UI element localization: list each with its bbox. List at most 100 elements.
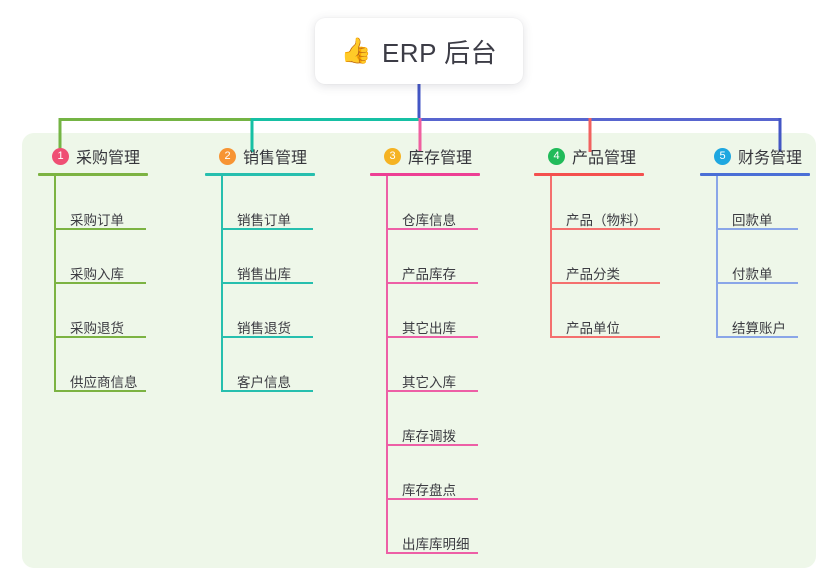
menu-item[interactable]: 产品单位: [550, 284, 704, 338]
menu-item-rule: [386, 444, 478, 446]
menu-item[interactable]: 采购入库: [54, 230, 198, 284]
column-header-4[interactable]: 4 产品管理: [534, 144, 704, 168]
menu-item-rule: [386, 552, 478, 554]
column-badge-3: 3: [384, 147, 401, 165]
menu-item-label: 产品库存: [402, 266, 456, 282]
menu-item[interactable]: 库存盘点: [386, 446, 540, 500]
column-4: 4 产品管理产品（物料） 产品分类产品单位: [534, 144, 704, 338]
menu-item-rule: [54, 390, 146, 392]
column-title-5: 财务管理: [738, 150, 803, 167]
menu-item-label: 付款单: [732, 266, 773, 282]
menu-item-rule: [386, 282, 478, 284]
menu-item-label: 销售订单: [237, 212, 291, 228]
column-spine-4: [550, 176, 552, 338]
menu-item[interactable]: 销售退货: [221, 284, 365, 338]
menu-item[interactable]: 其它入库: [386, 338, 540, 392]
menu-item-label: 结算账户: [732, 320, 786, 336]
menu-item[interactable]: 采购订单: [54, 176, 198, 230]
menu-item-label: 回款单: [732, 212, 773, 228]
menu-item[interactable]: 其它出库: [386, 284, 540, 338]
menu-item-rule: [386, 336, 478, 338]
column-header-1[interactable]: 1 采购管理: [38, 144, 198, 168]
menu-item-rule: [550, 336, 660, 338]
menu-item[interactable]: 付款单: [716, 230, 820, 284]
column-badge-5: 5: [714, 147, 731, 165]
menu-item[interactable]: 客户信息: [221, 338, 365, 392]
column-header-2[interactable]: 2 销售管理: [205, 144, 365, 168]
column-title-2: 销售管理: [243, 150, 308, 167]
menu-item-rule: [716, 282, 798, 284]
diagram-panel: [22, 133, 816, 568]
menu-item-label: 销售退货: [237, 320, 291, 336]
menu-item-rule: [550, 282, 660, 284]
column-3: 3 库存管理仓库信息产品库存其它出库其它入库库存调拨库存盘点出库库明细: [370, 144, 540, 554]
menu-item-rule: [716, 336, 798, 338]
column-header-3[interactable]: 3 库存管理: [370, 144, 540, 168]
menu-item[interactable]: 结算账户: [716, 284, 820, 338]
column-header-rule-4: [534, 173, 644, 176]
menu-item-rule: [386, 228, 478, 230]
menu-item-rule: [221, 228, 313, 230]
column-header-rule-5: [700, 173, 810, 176]
column-header-rule-3: [370, 173, 480, 176]
menu-item-rule: [221, 336, 313, 338]
column-badge-4: 4: [548, 147, 565, 165]
menu-item[interactable]: 产品分类: [550, 230, 704, 284]
menu-item[interactable]: 采购退货: [54, 284, 198, 338]
menu-item-rule: [550, 228, 660, 230]
menu-item-rule: [54, 282, 146, 284]
column-1: 1 采购管理采购订单采购入库采购退货供应商信息: [38, 144, 198, 392]
column-items-3: 仓库信息产品库存其它出库其它入库库存调拨库存盘点出库库明细: [370, 176, 540, 554]
menu-item-label: 仓库信息: [402, 212, 456, 228]
menu-item[interactable]: 产品库存: [386, 230, 540, 284]
menu-item-rule: [221, 390, 313, 392]
menu-item[interactable]: 销售出库: [221, 230, 365, 284]
column-spine-3: [386, 176, 388, 554]
menu-item[interactable]: 供应商信息: [54, 338, 198, 392]
column-items-2: 销售订单销售出库销售退货客户信息: [205, 176, 365, 392]
menu-item-label: 客户信息: [237, 374, 291, 390]
menu-item-label: 出库库明细: [402, 536, 470, 552]
column-items-5: 回款单付款单结算账户: [700, 176, 820, 338]
menu-item-label: 库存调拨: [402, 428, 456, 444]
menu-item[interactable]: 仓库信息: [386, 176, 540, 230]
column-items-4: 产品（物料） 产品分类产品单位: [534, 176, 704, 338]
menu-item-label: 销售出库: [237, 266, 291, 282]
root-title: ERP 后台: [381, 37, 498, 68]
menu-item[interactable]: 回款单: [716, 176, 820, 230]
menu-item-label: 供应商信息: [70, 374, 138, 390]
menu-item-label: 其它入库: [402, 374, 456, 390]
column-5: 5 财务管理回款单付款单结算账户: [700, 144, 820, 338]
menu-item[interactable]: 库存调拨: [386, 392, 540, 446]
menu-item-rule: [716, 228, 798, 230]
menu-item-rule: [386, 390, 478, 392]
menu-item-label: 采购订单: [70, 212, 124, 228]
menu-item[interactable]: 出库库明细: [386, 500, 540, 554]
column-header-5[interactable]: 5 财务管理: [700, 144, 820, 168]
menu-item-rule: [54, 336, 146, 338]
column-badge-1: 1: [52, 147, 69, 165]
menu-item-label: 产品（物料）: [566, 212, 647, 228]
column-badge-2: 2: [219, 147, 236, 165]
menu-item-label: 其它出库: [402, 320, 456, 336]
menu-item-label: 采购退货: [70, 320, 124, 336]
menu-item-label: 采购入库: [70, 266, 124, 282]
menu-item-rule: [386, 498, 478, 500]
menu-item-rule: [54, 228, 146, 230]
menu-item[interactable]: 销售订单: [221, 176, 365, 230]
menu-item[interactable]: 产品（物料）: [550, 176, 704, 230]
column-spine-5: [716, 176, 718, 338]
thumbs-up-icon: 👍: [340, 36, 372, 65]
menu-item-label: 产品单位: [566, 320, 620, 336]
column-header-rule-2: [205, 173, 315, 176]
column-header-rule-1: [38, 173, 148, 176]
menu-item-label: 库存盘点: [402, 482, 456, 498]
root-node-card[interactable]: 👍 ERP 后台: [315, 18, 523, 84]
column-title-3: 库存管理: [408, 150, 473, 167]
menu-item-label: 产品分类: [566, 266, 620, 282]
column-title-4: 产品管理: [572, 150, 637, 167]
column-spine-1: [54, 176, 56, 392]
column-items-1: 采购订单采购入库采购退货供应商信息: [38, 176, 198, 392]
menu-item-rule: [221, 282, 313, 284]
column-title-1: 采购管理: [76, 150, 141, 167]
